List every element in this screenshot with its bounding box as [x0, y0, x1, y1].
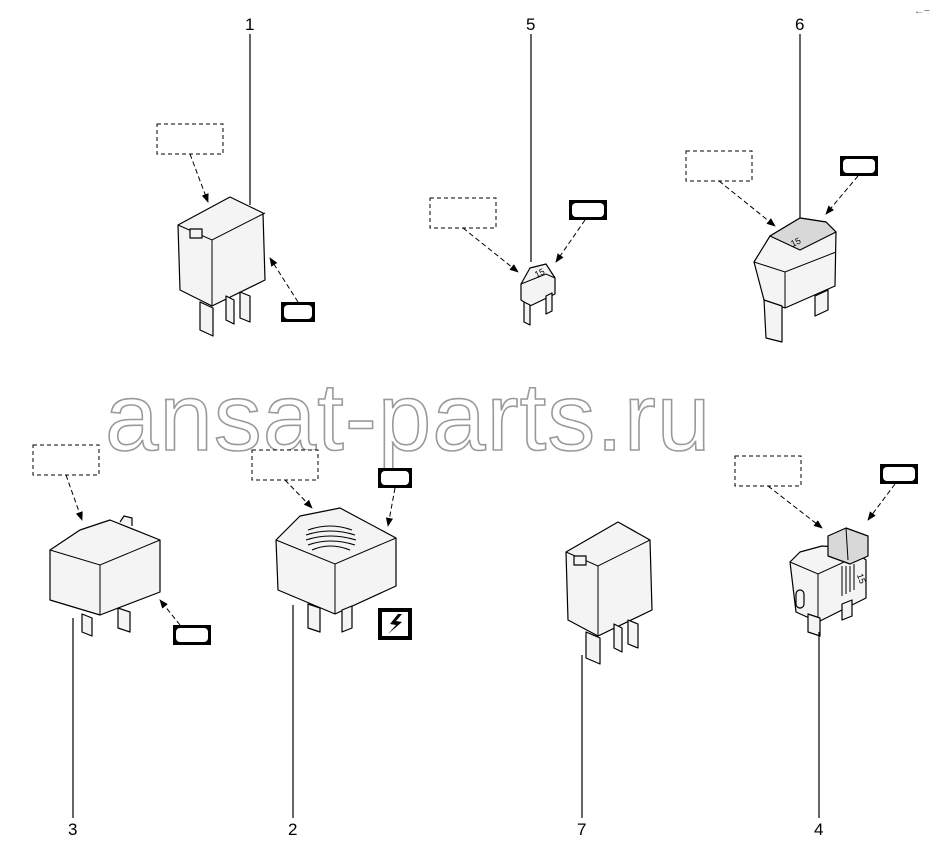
fuse-6-rating: 15	[789, 236, 802, 249]
corner-mark: ←−	[914, 6, 930, 17]
part-1-relay	[156, 34, 315, 337]
watermark: ansat-parts.ru	[105, 364, 711, 471]
label-box-2-dashed	[251, 449, 319, 481]
arrow-1a	[189, 153, 209, 203]
part-4-fuse: 15	[734, 455, 918, 818]
part-6-maxi-fuse: 15	[685, 34, 878, 343]
label-box-6-dashed	[685, 150, 753, 182]
arrow-2b	[385, 487, 396, 527]
arrow-5b	[555, 219, 586, 263]
part-3-relay	[32, 444, 211, 818]
callout-number-6: 6	[795, 15, 804, 34]
label-box-5-dashed	[429, 197, 497, 229]
label-box-1-dashed	[156, 123, 224, 155]
label-box-4-dashed	[734, 455, 802, 487]
arrow-1b	[269, 257, 299, 303]
arrow-6a	[718, 180, 776, 227]
arrow-4b	[867, 483, 896, 521]
callout-number-4: 4	[814, 820, 823, 839]
part-5-mini-fuse: 15	[429, 34, 607, 326]
fuse-5-rating: 15	[533, 266, 546, 279]
arrow-5a	[462, 227, 519, 273]
part-2-relay	[251, 449, 412, 818]
callout-number-2: 2	[288, 820, 297, 839]
callout-number-7: 7	[577, 820, 586, 839]
part-7-relay	[565, 521, 653, 818]
arrow-6b	[825, 175, 859, 215]
arrow-2a	[284, 479, 313, 509]
fuse-4-rating: 15	[855, 572, 868, 585]
arrow-3a	[65, 474, 83, 521]
arrow-3b	[159, 599, 181, 626]
label-box-3-dashed	[32, 444, 100, 476]
callout-number-3: 3	[68, 820, 77, 839]
arrow-4a	[767, 485, 823, 529]
callout-number-1: 1	[245, 15, 254, 34]
callout-number-5: 5	[526, 15, 535, 34]
